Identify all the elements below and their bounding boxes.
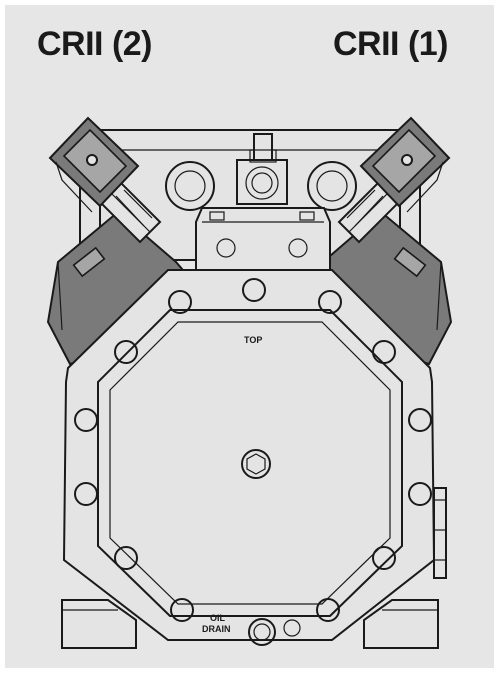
end-cover-plate: [97, 309, 403, 617]
oil-drain-label-line2: DRAIN: [202, 624, 231, 634]
oil-drain-plug: [248, 618, 301, 646]
mounting-feet: [61, 599, 439, 649]
oil-drain-label-line1: OIL: [210, 613, 226, 623]
unloader-label-right: CRII (1): [333, 25, 449, 63]
service-ports: [165, 133, 357, 211]
cover-bolts: [74, 278, 432, 622]
center-bearing-block: [195, 207, 331, 273]
unloader-label-left: CRII (2): [37, 25, 153, 63]
top-marking: TOP: [244, 335, 262, 345]
center-hex-bolt: [241, 449, 271, 479]
